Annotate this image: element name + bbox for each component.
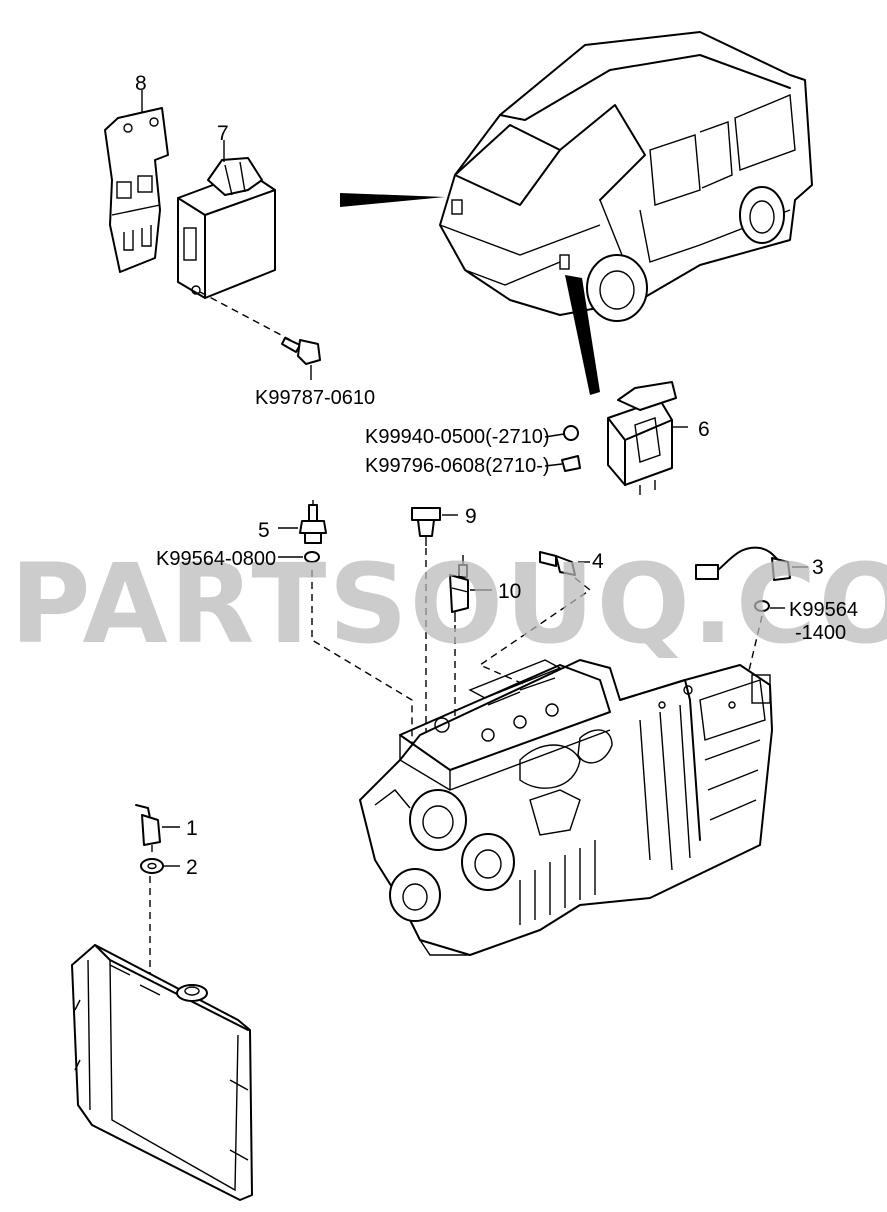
watermark-text: PARTSOUQ.COM bbox=[10, 540, 887, 668]
bolt-ecu bbox=[199, 291, 321, 380]
callout-3: 3 bbox=[812, 556, 824, 579]
callout-6: 6 bbox=[698, 418, 710, 441]
callout-2: 2 bbox=[186, 856, 198, 879]
label-washer-3-line1: K99564 bbox=[789, 599, 858, 621]
label-washer-5: K99564-0800 bbox=[156, 548, 276, 570]
washer-2 bbox=[140, 858, 180, 990]
control-unit-7 bbox=[177, 140, 276, 299]
label-bolt-ecu: K99787-0610 bbox=[255, 387, 375, 409]
callout-1: 1 bbox=[186, 817, 198, 840]
callout-5: 5 bbox=[258, 519, 270, 542]
switch-1 bbox=[135, 804, 180, 852]
label-relay-bolt: K99796-0608(2710-) bbox=[365, 455, 550, 477]
pointer-arrow-down bbox=[565, 275, 600, 395]
pointer-arrow-left bbox=[340, 193, 445, 207]
label-relay-nut: K99940-0500(-2710) bbox=[365, 426, 550, 448]
callout-9: 9 bbox=[465, 505, 477, 528]
callout-7: 7 bbox=[217, 122, 229, 145]
van-illustration bbox=[439, 31, 813, 322]
sensor-10 bbox=[449, 555, 492, 720]
sender-9 bbox=[411, 507, 458, 760]
callout-8: 8 bbox=[135, 72, 147, 95]
label-washer-3-line2: -1400 bbox=[795, 622, 846, 644]
engine-assembly bbox=[359, 659, 773, 956]
radiator bbox=[71, 944, 253, 1201]
switch-5 bbox=[278, 500, 413, 755]
callout-4: 4 bbox=[592, 550, 604, 573]
sensor-3 bbox=[695, 546, 808, 701]
bracket-8 bbox=[104, 90, 169, 273]
relay-6 bbox=[544, 381, 688, 495]
callout-10: 10 bbox=[498, 580, 521, 603]
